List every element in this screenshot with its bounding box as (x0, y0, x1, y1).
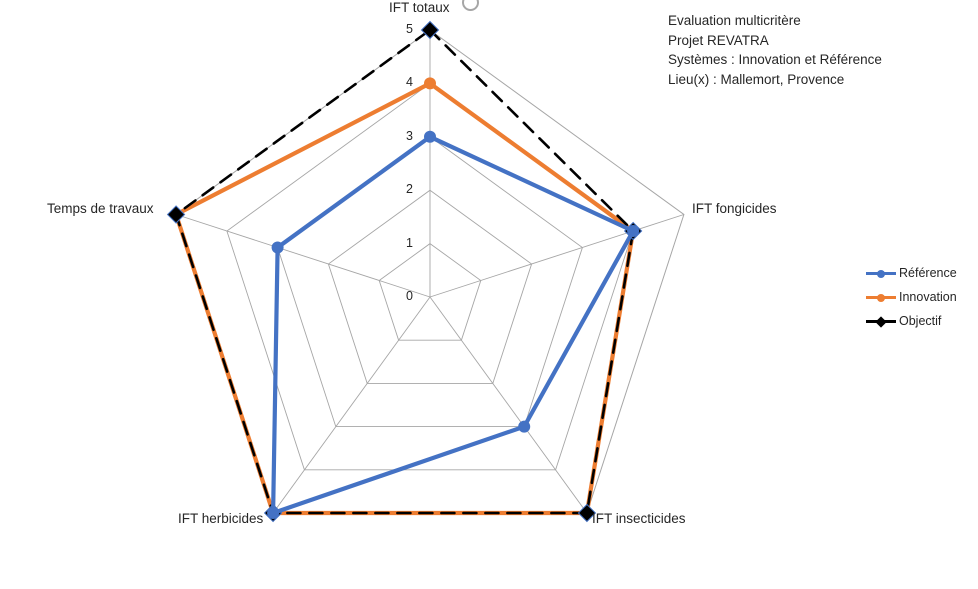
radial-tick-0: 0 (406, 289, 413, 303)
datapoint-innovation-0[interactable] (424, 77, 436, 90)
datapoint-rfrence-1[interactable] (627, 225, 640, 237)
legend-swatch-reference (866, 266, 896, 280)
datapoint-rfrence-4[interactable] (271, 241, 284, 254)
legend-label-innovation: Innovation (899, 290, 957, 304)
radar-spoke-3 (272, 296, 431, 514)
datapoint-objectif-4[interactable] (166, 205, 186, 224)
axis-label-ift-totaux: IFT totaux (389, 0, 450, 15)
legend-item-reference[interactable]: Référence (866, 261, 978, 285)
radar-spoke-4 (175, 214, 431, 298)
legend-swatch-objectif (866, 314, 896, 328)
chart-legend: Référence Innovation Objectif (866, 261, 978, 333)
radar-series-innovation[interactable] (174, 81, 636, 516)
radial-tick-4: 4 (406, 75, 413, 89)
annotation-line-2: Projet REVATRA (668, 32, 769, 48)
axis-label-ift-insecticides: IFT insecticides (592, 511, 686, 526)
chart-selection-handle-icon[interactable] (462, 0, 479, 11)
radial-tick-1: 1 (406, 236, 413, 250)
radar-gridline-ring-2 (327, 189, 533, 384)
datapoint-rfrence-0[interactable] (424, 130, 436, 143)
radar-spoke-1 (429, 214, 685, 298)
radar-gridline-ring-1 (378, 243, 482, 341)
radar-spoke-2 (429, 296, 588, 514)
radar-series-rfrence[interactable] (271, 134, 636, 516)
legend-item-innovation[interactable]: Innovation (866, 285, 978, 309)
legend-label-objectif: Objectif (899, 314, 942, 328)
chart-annotation-text: Evaluation multicritère Projet REVATRA S… (668, 11, 948, 89)
legend-swatch-innovation (866, 290, 896, 304)
annotation-line-1: Evaluation multicritère (668, 13, 801, 28)
radar-series-objectif[interactable] (174, 28, 635, 515)
radial-tick-3: 3 (406, 129, 413, 143)
annotation-line-3: Systèmes : Innovation et Référence (668, 52, 882, 67)
axis-label-temps-de-travaux: Temps de travaux (47, 201, 154, 216)
legend-item-objectif[interactable]: Objectif (866, 309, 978, 333)
annotation-line-4: Lieu(x) : Mallemort, Provence (668, 71, 845, 87)
legend-label-reference: Référence (899, 266, 957, 280)
datapoint-rfrence-2[interactable] (518, 420, 531, 433)
datapoint-objectif-2[interactable] (577, 503, 597, 523)
radial-tick-5: 5 (406, 22, 413, 36)
radial-tick-2: 2 (406, 182, 413, 196)
datapoint-objectif-0[interactable] (420, 20, 440, 40)
axis-label-ift-fongicides: IFT fongicides (692, 201, 777, 216)
datapoint-rfrence-3[interactable] (267, 507, 280, 519)
axis-label-ift-herbicides: IFT herbicides (178, 511, 264, 526)
